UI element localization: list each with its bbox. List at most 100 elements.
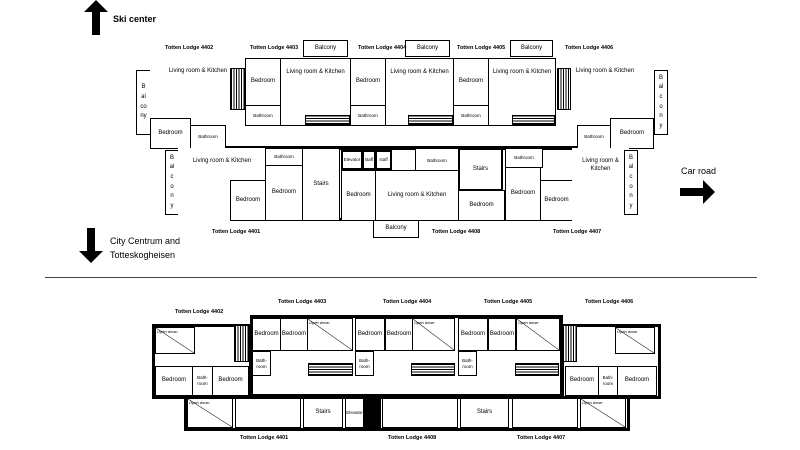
bedroom-room: Bedroom [565,366,599,396]
balcony-room: Balcony [405,40,450,57]
unit-label: Totten Lodge 4407 [517,435,566,441]
unit-label: Totten Lodge 4405 [457,45,506,51]
staircase-hatch [308,363,353,376]
bedroom-room: Bedroom [212,366,249,396]
unit-label: Totten Lodge 4408 [432,229,481,235]
open-down-room: Open down [155,327,195,354]
unit-label: Totten Lodge 4404 [383,299,432,305]
stairs-room: Stairs [458,148,503,191]
balcony-room: Balcony [654,70,668,135]
staircase-hatch [557,68,571,110]
living-room-kitchen-room: Living room & Kitchen [385,58,454,126]
unit-label: Totten Lodge 4405 [484,299,533,305]
bath-room-room: Bath-room [252,351,271,376]
living-room-kitchen-room: Living room & Kitchen [375,170,459,221]
bedroom-room: Bedroom [150,118,191,149]
living-room-kitchen-room: Living room & Kitchen [556,58,654,119]
bedroom-room: Bedroom [265,165,303,221]
bathroom-room: Bathroom [245,105,281,126]
unit-label: Totten Lodge 4407 [553,229,602,235]
stairs-room: Stairs [460,398,509,428]
car-road-label: Car road [681,166,717,176]
unit-label: Totten Lodge 4408 [388,435,437,441]
open-down-room: Open down [187,398,233,428]
bedroom-room: Bedroom [280,318,308,351]
bath-room-room: Bath-room [192,366,213,396]
unit-label: Totten Lodge 4401 [212,229,261,235]
bedroom-room: Bedroom [355,318,385,351]
bedroom-room: Bedroom [341,170,376,221]
staff-room: staff [375,150,392,170]
balcony-room: Balcony [624,150,638,215]
staircase-hatch [305,115,350,125]
bath-room-room: Bath-room [355,351,374,376]
living-room-kitchen-room: Living room & Kitchen [488,58,556,126]
bedroom-room: Bedroom [610,118,654,149]
bathroom-room: Bathroom [453,105,489,126]
balcony-room: Balcony [165,150,179,215]
bedroom-room: Bedroom [385,318,413,351]
living-room-kitchen-room: Living room & Kitchen [572,148,629,221]
bathroom-room: Bathroom [415,148,459,173]
open-down-room: Open down [516,318,560,351]
staircase-hatch [230,68,245,110]
open-down-room: Open down [615,327,655,354]
elevator-room: Elevator [341,150,363,170]
bedroom-room: Bedroom [458,190,505,221]
bedroom-room: Bedroom [540,180,573,221]
bedroom-room: Bedroom [458,318,488,351]
bath-room-room: Bath-room [598,366,618,396]
balcony-room: Balcony [510,40,553,57]
stairs-room: Stairs [302,148,340,221]
staircase-hatch [512,115,555,125]
living-room-kitchen-room: Living room & Kitchen [280,58,351,126]
staircase-hatch [562,325,577,362]
balcony-room: Balcony [136,70,151,135]
balcony-room: Balcony [373,220,419,238]
unit-label: Totten Lodge 4406 [585,299,634,305]
section-divider [45,277,757,278]
ski-center-label: Ski center [113,14,157,24]
staircase-hatch [515,363,559,376]
bath-room-room: Bath-room [458,351,477,376]
staff-room: staff [362,150,376,170]
staircase-hatch [408,115,453,125]
room-room [512,398,578,428]
bedroom-room: Bedroom [505,167,541,221]
city-centrum-label-line1: City Centrum and [110,236,181,246]
unit-label: Totten Lodge 4401 [240,435,289,441]
unit-label: Totten Lodge 4406 [565,45,614,51]
arrow-right-icon [680,180,715,204]
unit-label: Totten Lodge 4404 [358,45,407,51]
bedroom-room: Bedroom [155,366,193,396]
stairs-room: Stairs [303,398,343,428]
bedroom-room: Bedroom [350,58,386,106]
room-room [382,398,458,428]
bedroom-room: Bedroom [453,58,489,106]
bathroom-room: Bathroom [190,125,226,149]
bedroom-room: Bedroom [230,180,266,221]
arrow-up-icon [84,0,108,35]
staircase-hatch [411,363,455,376]
bedroom-room: Bedroom [488,318,516,351]
elevator-room: Elevator [345,398,364,428]
bedroom-room: Bedroom [252,318,281,351]
arrow-down-icon [79,228,103,263]
city-centrum-label-line2: Totteskogheisen [110,250,176,260]
open-down-room: Open down [580,398,626,428]
bedroom-room: Bedroom [617,366,657,396]
room-room [235,398,301,428]
bathroom-room: Bathroom [505,148,543,168]
unit-label: Totten Lodge 4402 [175,309,224,315]
staircase-hatch [234,325,249,362]
bathroom-room: Bathroom [265,148,303,166]
open-down-room: Open down [412,318,455,351]
open-down-room: Open down [307,318,353,351]
bathroom-room: Bathroom [350,105,386,126]
bathroom-room: Bathroom [577,125,611,149]
unit-label: Totten Lodge 4403 [278,299,327,305]
unit-label: Totten Lodge 4403 [250,45,299,51]
bedroom-room: Bedroom [245,58,281,106]
room-room [363,398,381,428]
